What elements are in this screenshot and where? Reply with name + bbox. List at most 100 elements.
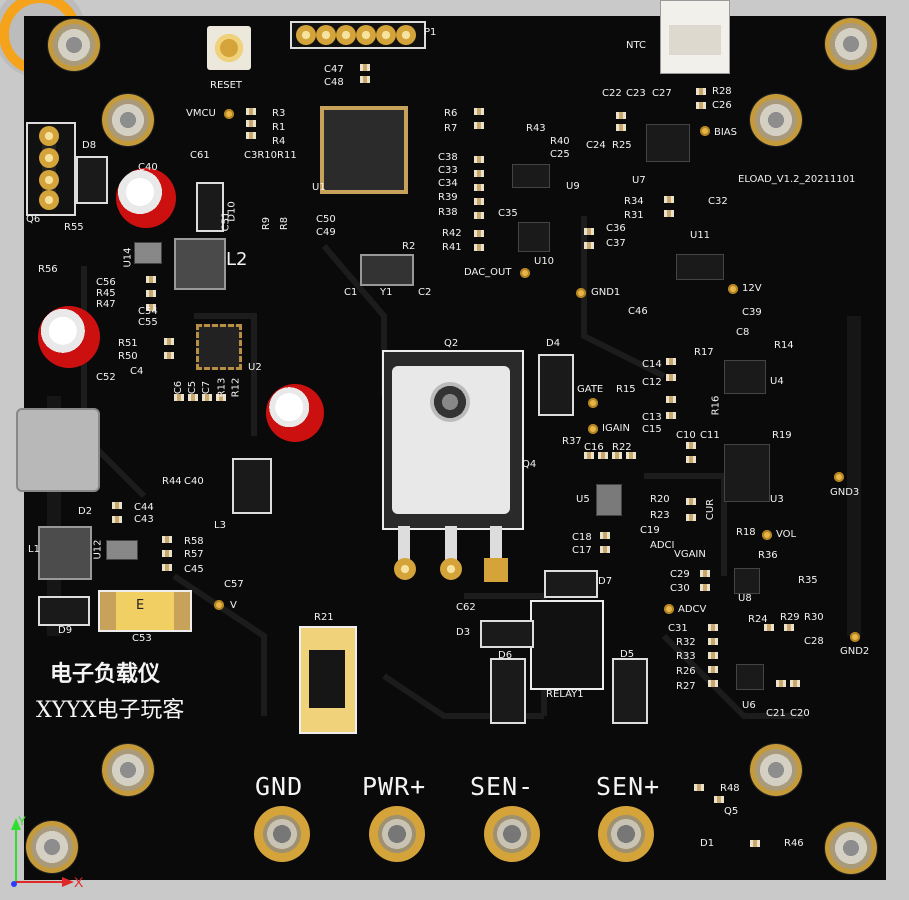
label-bias: BIAS <box>714 127 737 138</box>
chip-u3[interactable] <box>724 444 770 502</box>
smd-part <box>246 132 256 139</box>
label-r17: R17 <box>694 347 714 358</box>
resistor-r21 <box>299 626 357 734</box>
label-c53: C53 <box>132 633 152 644</box>
label-r51: R51 <box>118 338 138 349</box>
chip-u2[interactable] <box>196 324 242 370</box>
reset-button[interactable] <box>207 26 251 70</box>
smd-part <box>474 184 484 191</box>
label-u10: U10 <box>534 256 555 267</box>
terminal-gnd[interactable] <box>254 806 310 862</box>
label-c4: C4 <box>130 366 144 377</box>
terminal-sen-minus[interactable] <box>484 806 540 862</box>
smd-part <box>474 198 484 205</box>
chip-u1-mcu[interactable] <box>320 106 408 194</box>
label-c17: C17 <box>572 545 592 556</box>
label-c40b: C40 <box>184 476 204 487</box>
label-gnd3: GND3 <box>830 487 860 498</box>
tp-vmcu <box>224 109 234 119</box>
mosfet-q2-leg-3 <box>490 526 502 566</box>
chip-u11[interactable] <box>676 254 724 280</box>
board-title-chinese: 电子负载仪 <box>50 661 161 687</box>
label-r24: R24 <box>748 614 768 625</box>
smd-part <box>666 412 676 419</box>
label-terminal-gnd: GND <box>255 772 304 801</box>
chip-u6[interactable] <box>736 664 764 690</box>
chip-u8[interactable] <box>734 568 760 594</box>
label-r22: R22 <box>612 442 632 453</box>
q2-pad-2 <box>440 558 462 580</box>
chip-u7[interactable] <box>646 124 690 162</box>
label-r23: R23 <box>650 510 670 521</box>
smd-part <box>474 156 484 163</box>
chip-u10[interactable] <box>518 222 550 252</box>
label-c31: C31 <box>668 623 688 634</box>
label-r20: R20 <box>650 494 670 505</box>
label-c56: C56 <box>96 277 116 288</box>
connector-ntc[interactable] <box>660 0 730 74</box>
label-r36: R36 <box>758 550 778 561</box>
chip-u12[interactable] <box>106 540 138 560</box>
chip-u4[interactable] <box>724 360 766 394</box>
label-q2: Q2 <box>444 338 459 349</box>
label-r29: R29 <box>780 612 800 623</box>
label-r47: R47 <box>96 299 116 310</box>
chip-u9[interactable] <box>512 164 550 188</box>
mosfet-q2[interactable] <box>382 350 524 530</box>
tp-gate <box>588 398 598 408</box>
label-r39: R39 <box>438 192 458 203</box>
label-y1: Y1 <box>380 287 393 298</box>
label-c43: C43 <box>134 514 154 525</box>
chip-reg[interactable] <box>232 458 272 514</box>
label-terminal-sen-plus: SEN+ <box>596 772 661 801</box>
usb-c-connector[interactable] <box>16 408 100 492</box>
chip-u5[interactable] <box>596 484 622 516</box>
smd-part <box>162 564 172 571</box>
label-r33: R33 <box>676 651 696 662</box>
label-r13: R13 <box>216 377 228 398</box>
label-c15: C15 <box>642 424 662 435</box>
smd-part <box>764 624 774 631</box>
inductor-l1[interactable] <box>38 526 92 580</box>
cap-middle <box>266 384 324 442</box>
label-r48: R48 <box>720 783 740 794</box>
mount-hole-inner-2 <box>750 94 802 146</box>
label-c12: C12 <box>642 377 662 388</box>
pcb-board[interactable]: Q6 D8 C40 C61 D10 R55 R56 U14 L2 C56 R45… <box>16 0 886 880</box>
smd-part <box>790 680 800 687</box>
connector-q6[interactable] <box>26 122 76 216</box>
smd-part <box>246 108 256 115</box>
label-c10: C10 <box>676 430 696 441</box>
label-r3: R3 <box>272 108 286 119</box>
smd-part <box>700 584 710 591</box>
label-r2: R2 <box>402 241 416 252</box>
smd-part <box>474 170 484 177</box>
label-vgain: VGAIN <box>674 549 706 560</box>
q2-pad-1 <box>394 558 416 580</box>
smd-part <box>164 352 174 359</box>
label-c14: C14 <box>642 359 662 370</box>
inductor-l2[interactable] <box>174 238 226 290</box>
chip-u14[interactable] <box>134 242 162 264</box>
label-q6: Q6 <box>26 214 41 225</box>
smd-part <box>696 88 706 95</box>
terminal-sen-plus[interactable] <box>598 806 654 862</box>
label-gnd1: GND1 <box>591 287 621 298</box>
relay-relay1[interactable] <box>530 600 604 690</box>
label-r28: R28 <box>712 86 732 97</box>
connector-p1[interactable] <box>290 21 426 49</box>
label-c22: C22 <box>602 88 622 99</box>
label-c61: C61 <box>190 150 210 161</box>
smd-part <box>584 452 594 459</box>
crystal-y1[interactable] <box>360 254 414 286</box>
axis-triad <box>11 818 74 887</box>
mount-hole-inner-3 <box>102 744 154 796</box>
smd-part <box>708 680 718 687</box>
label-u8: U8 <box>738 593 752 604</box>
label-r31: R31 <box>624 210 644 221</box>
terminal-pwr-plus[interactable] <box>369 806 425 862</box>
smd-part <box>246 120 256 127</box>
label-c62: C62 <box>456 602 476 613</box>
smd-part <box>216 394 226 401</box>
